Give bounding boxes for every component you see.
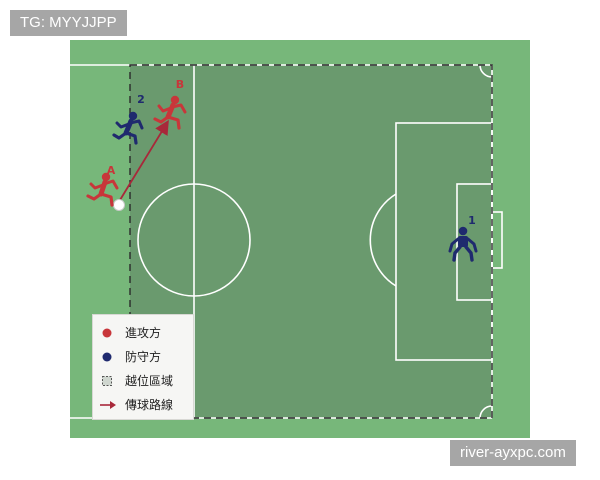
corner-arc-top <box>479 64 493 78</box>
legend-item-offside: 越位區域 <box>93 371 193 391</box>
goalkeeper-1-icon <box>448 226 478 262</box>
red-dot-icon <box>102 328 112 338</box>
blue-dot-icon <box>102 352 112 362</box>
legend-label-defense: 防守方 <box>125 350 162 364</box>
pitch-lines <box>70 64 503 419</box>
center-circle <box>137 183 251 297</box>
legend-label-attack: 進攻方 <box>125 326 162 340</box>
goal <box>491 211 503 269</box>
defender-2-icon <box>112 111 144 145</box>
legend: 進攻方 防守方 越位區域 傳球路線 <box>92 314 194 420</box>
legend-item-defense: 防守方 <box>93 347 193 367</box>
corner-arc-bottom <box>479 405 493 419</box>
player-label-b: B <box>176 78 184 91</box>
ball <box>113 199 125 211</box>
attacker-b-icon <box>153 95 187 130</box>
watermark-bottom-right: river-ayxpc.com <box>450 440 576 466</box>
player-label-1: 1 <box>468 214 476 227</box>
legend-item-pass: 傳球路線 <box>93 395 193 415</box>
arrow-icon <box>100 401 116 409</box>
offside-zone-border <box>129 64 493 419</box>
player-label-2: 2 <box>137 93 145 106</box>
pass-arrow <box>119 119 169 201</box>
legend-item-attack: 進攻方 <box>93 323 193 343</box>
attacker-a-icon <box>86 172 119 207</box>
dashed-square-icon <box>102 376 112 386</box>
legend-label-pass: 傳球路線 <box>125 398 174 412</box>
legend-label-offside: 越位區域 <box>125 374 174 388</box>
player-label-a: A <box>107 164 116 177</box>
penalty-arc <box>369 193 397 287</box>
watermark-top-left: TG: MYYJJPP <box>10 10 127 36</box>
